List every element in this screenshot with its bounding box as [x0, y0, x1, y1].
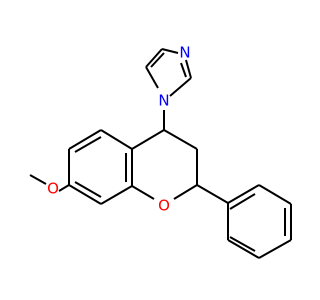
- atom-labels: N N O O: [47, 44, 191, 215]
- atom-label-imidazole-n1: N: [158, 92, 169, 110]
- bond-lines: [29, 48, 292, 259]
- bond-n3-c2: [185, 59, 192, 79]
- atom-label-imidazole-n3: N: [179, 44, 190, 62]
- bond-c8-c8a: [100, 185, 133, 205]
- background: [0, 0, 300, 300]
- bond-ph4-ph5: [258, 239, 292, 259]
- bond-c2-ph1: [196, 184, 229, 204]
- bond-c4-c4a: [131, 129, 165, 150]
- bond-c2-n1: [169, 77, 192, 97]
- bond-o1-c8a: [131, 185, 155, 200]
- bond-c4a-c5: [100, 129, 133, 150]
- bond-n3-c2-double: [180, 62, 187, 78]
- chemical-structure-drawing: N N O O: [0, 0, 300, 300]
- bond-ph1-ph2-inner: [229, 193, 256, 210]
- atom-label-methoxy-oxygen: O: [47, 180, 59, 198]
- bond-c7-c8-inner: [74, 181, 102, 198]
- atom-label-ring-oxygen: O: [158, 197, 170, 215]
- bond-c7-c8: [68, 184, 102, 205]
- bond-c5-c4: [145, 48, 163, 68]
- bond-ph2-ph3: [258, 184, 292, 205]
- bond-c4-c3: [163, 129, 198, 150]
- bond-c2-o1: [173, 184, 198, 200]
- bond-c4-n3: [161, 48, 179, 54]
- bond-ph5-ph6: [227, 239, 260, 259]
- bond-ph1-ph2: [227, 184, 260, 204]
- bond-n1-c5: [145, 66, 159, 89]
- bond-c7-omethoxy: [58, 184, 70, 192]
- bond-c5-c6-inner: [74, 136, 102, 153]
- bond-ph5-ph6-inner: [229, 236, 256, 252]
- bond-c5-c6: [68, 129, 102, 150]
- bond-c5-c4-double: [150, 52, 165, 68]
- bond-omethoxy-ch3: [29, 174, 47, 185]
